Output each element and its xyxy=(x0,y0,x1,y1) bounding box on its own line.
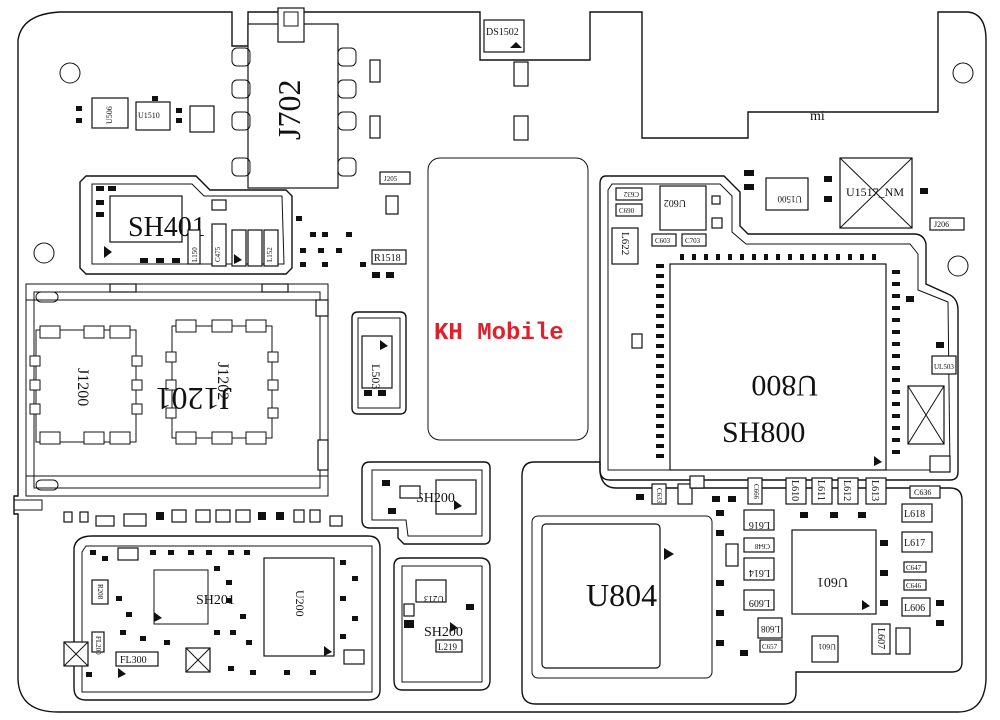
c690-label: C690 xyxy=(619,207,635,215)
ds1502-label: DS1502 xyxy=(486,27,519,38)
l606-label: L606 xyxy=(904,603,925,614)
l607-label: L607 xyxy=(875,628,886,649)
l150-label: L150 xyxy=(191,247,199,262)
l616-label: L616 xyxy=(749,519,770,530)
sh200-label: SH200 xyxy=(416,491,455,506)
u1510-label: U1510 xyxy=(138,111,160,120)
u1500-chip xyxy=(765,177,809,211)
j205-label: J205 xyxy=(384,175,398,183)
l614-label: L614 xyxy=(749,567,770,578)
fl200-label: FL200 xyxy=(94,636,102,655)
sh201-label: SH201 xyxy=(196,593,235,608)
fl300-label: FL300 xyxy=(120,655,147,666)
j702-connector: J702 xyxy=(231,7,357,189)
u800-chip xyxy=(669,263,887,471)
j1201-label: J1201 xyxy=(156,381,232,417)
l613-label: L613 xyxy=(869,480,880,501)
l612-label: L612 xyxy=(841,480,852,501)
sh200-shield xyxy=(361,461,491,545)
c646-label: C646 xyxy=(906,582,922,590)
l219-label: L219 xyxy=(438,642,457,652)
u804-chip xyxy=(531,515,713,679)
c603-label: C603 xyxy=(655,237,671,245)
sh200b-shield xyxy=(393,557,491,691)
j702-label: J702 xyxy=(271,80,307,140)
u506-chip xyxy=(91,97,129,129)
c647-label: C647 xyxy=(906,564,922,572)
u800-pads-top xyxy=(680,254,876,260)
u602-label: U602 xyxy=(664,197,686,208)
fl300-chip xyxy=(115,651,159,667)
u601-label: U601 xyxy=(817,574,848,589)
c648-label: C648 xyxy=(754,542,770,550)
l611-label: L611 xyxy=(815,480,826,501)
l618-label: L618 xyxy=(904,509,925,520)
l622-label: L622 xyxy=(619,232,631,255)
mid-shield xyxy=(351,311,407,415)
l610-label: L610 xyxy=(789,480,800,501)
ul503-label: UL503 xyxy=(934,363,954,371)
card-tray: J1200 J1202 J1201 xyxy=(25,283,329,497)
c475-label: C475 xyxy=(214,246,222,262)
sh800-shield xyxy=(599,175,959,481)
c666-label: C666 xyxy=(752,484,760,500)
l608-label: L608 xyxy=(761,624,780,634)
u804-label: U804 xyxy=(586,577,657,613)
top-right-cutout xyxy=(641,12,939,139)
center-window xyxy=(427,157,589,441)
l152-label: L152 xyxy=(266,247,274,262)
j1200-label: J1200 xyxy=(74,368,91,406)
mount-hole-mr xyxy=(947,255,969,277)
u800-pads-right xyxy=(892,270,900,454)
c636-label: C636 xyxy=(914,488,931,497)
u213-label: U213 xyxy=(424,594,444,604)
mount-hole-tr xyxy=(952,62,974,84)
j206-label: J206 xyxy=(934,220,949,229)
u602-chip xyxy=(659,185,707,231)
c633-label: C633 xyxy=(655,488,663,504)
r1518-label: R1518 xyxy=(374,253,401,264)
c703-label: C703 xyxy=(685,237,701,245)
c657-label: C657 xyxy=(762,643,778,651)
mid-chip-label: L503 xyxy=(369,364,383,389)
mi-logo: mi xyxy=(810,109,825,124)
c632-label: C632 xyxy=(623,190,639,198)
u601b-label: U601 xyxy=(818,642,836,651)
u800-pads-left xyxy=(656,264,664,458)
u1517-label: U1517_NM xyxy=(846,185,904,199)
sh200b-label: SH200 xyxy=(424,625,463,640)
l609-label: L609 xyxy=(749,597,770,608)
sh800-label: SH800 xyxy=(722,416,805,449)
mount-hole-tl xyxy=(59,62,81,84)
sh401-shield xyxy=(79,175,293,275)
u1500-label: U1500 xyxy=(777,194,802,204)
l617-label: L617 xyxy=(904,538,925,549)
brand-text: KH Mobile xyxy=(434,320,564,347)
j1202-label: J1202 xyxy=(214,362,231,400)
sh201-shield xyxy=(73,535,381,701)
u800-label: U800 xyxy=(751,369,818,402)
r208-label: R208 xyxy=(96,584,104,600)
u804-shield xyxy=(521,461,963,705)
u200-chip xyxy=(263,557,335,657)
u506-label: U506 xyxy=(105,106,114,124)
mount-hole-ml xyxy=(33,242,55,264)
u200-label: U200 xyxy=(293,590,307,617)
